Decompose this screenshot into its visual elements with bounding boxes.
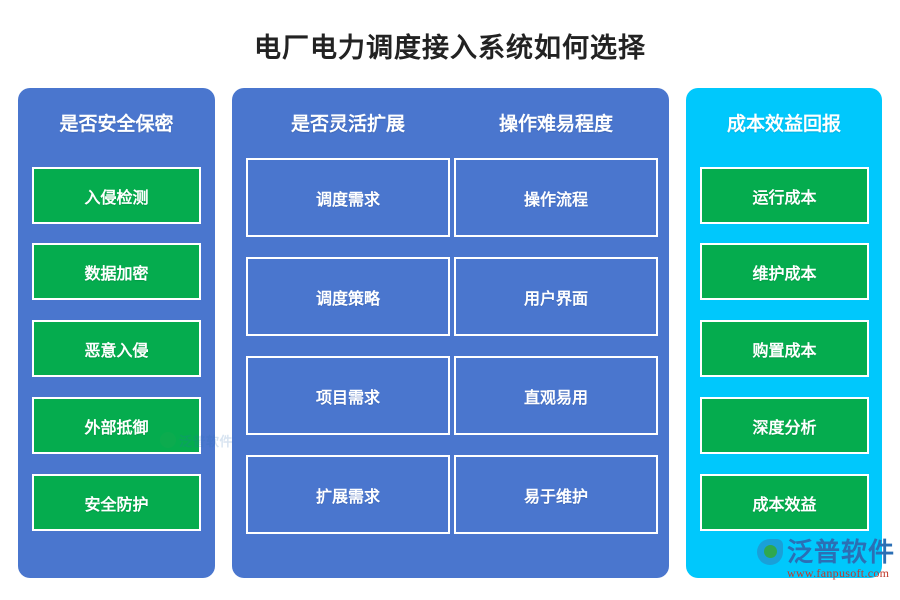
page-title: 电厂电力调度接入系统如何选择 [254, 33, 646, 63]
item-box-usability-2[interactable]: 直观易用 [454, 356, 658, 435]
item-box-security-2[interactable]: 恶意入侵 [32, 320, 201, 377]
item-box-security-1[interactable]: 数据加密 [32, 243, 201, 300]
panel-header-scalability: 是否灵活扩展 [290, 114, 405, 135]
item-box-scalability-3[interactable]: 扩展需求 [246, 455, 450, 534]
panel-header-security: 是否安全保密 [59, 114, 174, 135]
item-box-usability-3[interactable]: 易于维护 [454, 455, 658, 534]
item-box-usability-0[interactable]: 操作流程 [454, 158, 658, 237]
panel-header-cost-benefit: 成本效益回报 [726, 114, 841, 135]
item-box-usability-1[interactable]: 用户界面 [454, 257, 658, 336]
panel-cost-benefit: 成本效益回报 运行成本 维护成本 购置成本 深度分析 成本效益 [686, 88, 882, 578]
item-box-cost-benefit-0[interactable]: 运行成本 [700, 167, 869, 224]
item-box-scalability-2[interactable]: 项目需求 [246, 356, 450, 435]
item-box-cost-benefit-4[interactable]: 成本效益 [700, 474, 869, 531]
item-box-security-4[interactable]: 安全防护 [32, 474, 201, 531]
item-box-cost-benefit-1[interactable]: 维护成本 [700, 243, 869, 300]
panel-security: 是否安全保密 入侵检测 数据加密 恶意入侵 外部抵御 安全防护 [18, 88, 215, 578]
item-box-scalability-1[interactable]: 调度策略 [246, 257, 450, 336]
panel-header-usability: 操作难易程度 [498, 114, 613, 135]
item-box-cost-benefit-3[interactable]: 深度分析 [700, 397, 869, 454]
item-box-security-3[interactable]: 外部抵御 [32, 397, 201, 454]
item-box-scalability-0[interactable]: 调度需求 [246, 158, 450, 237]
panel-scalability-usability: 是否灵活扩展 操作难易程度 调度需求 调度策略 项目需求 扩展需求 操作流程 用… [232, 88, 669, 578]
item-box-cost-benefit-2[interactable]: 购置成本 [700, 320, 869, 377]
item-box-security-0[interactable]: 入侵检测 [32, 167, 201, 224]
